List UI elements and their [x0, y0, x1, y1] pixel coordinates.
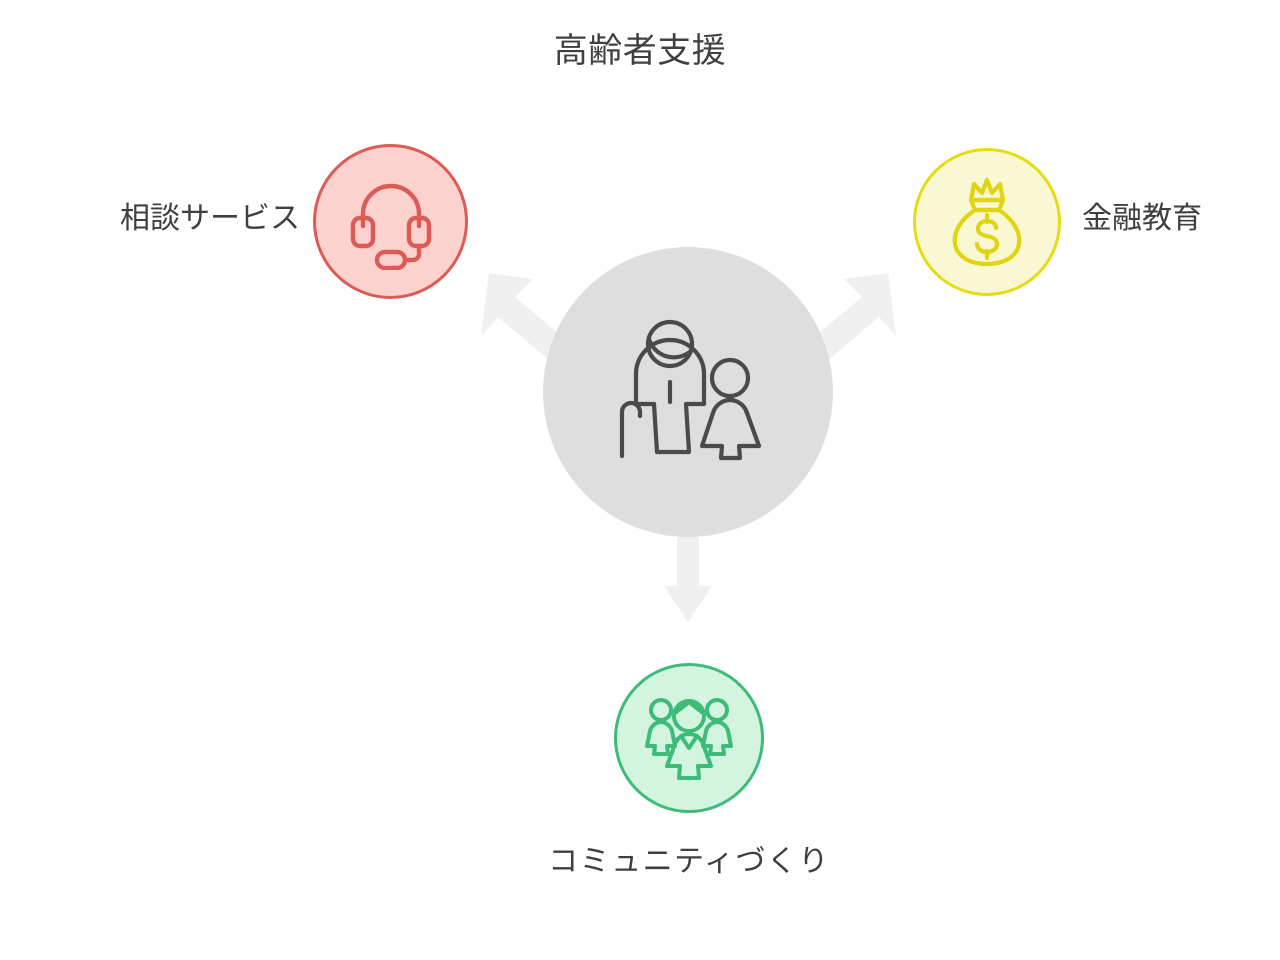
node-consultation[interactable] [313, 144, 468, 299]
node-consultation-label: 相談サービス [120, 202, 300, 235]
elderly-couple-icon [619, 319, 762, 461]
node-community-building[interactable] [614, 663, 764, 813]
page-title: 高齢者支援 [553, 32, 727, 70]
people-group-icon [645, 698, 733, 780]
headset-support-icon [350, 183, 431, 270]
center-node-elderly-support[interactable] [543, 247, 833, 537]
money-bag-dollar-icon [952, 177, 1022, 267]
node-financial-education-label: 金融教育 [1082, 202, 1202, 235]
arrow-to-community-building [664, 532, 712, 622]
node-financial-education[interactable] [913, 148, 1061, 296]
node-community-building-label: コミュニティづくり [548, 845, 830, 878]
